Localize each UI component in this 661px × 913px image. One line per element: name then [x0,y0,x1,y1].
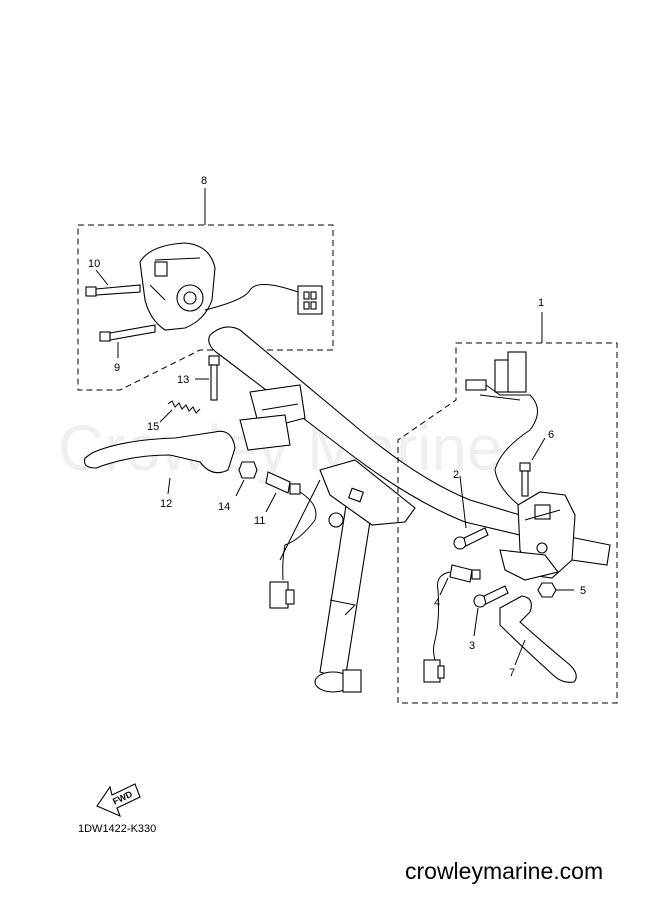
callout-11: 11 [254,515,265,527]
right-harness-connector [465,351,538,511]
left-switch-housing [139,242,216,331]
left-switch-connector [297,285,323,315]
callout-14: 14 [218,501,230,513]
site-footer: crowleymarine.com [405,858,604,884]
callout-2: 2 [453,469,459,481]
leader-6 [531,437,546,461]
leader-10 [95,269,109,286]
nut-14 [238,461,258,479]
screw-10 [85,284,141,297]
callout-9: 9 [114,362,120,374]
group-8-outline [77,224,334,391]
leader-2 [459,475,467,529]
screw-3 [473,585,509,608]
right-lever [499,595,577,683]
nut-5 [537,582,557,598]
left-lever [83,430,236,474]
callout-3: 3 [469,640,475,652]
stop-switch-4 [423,564,481,683]
callout-4: 4 [434,597,440,609]
master-cylinder [239,384,306,451]
leader-3 [473,607,479,637]
leader-11 [265,492,277,513]
callout-5: 5 [580,585,586,597]
callout-1: 1 [538,297,544,309]
callout-10: 10 [88,258,100,270]
callout-15: 15 [147,421,159,433]
callout-8: 8 [201,175,207,187]
callout-6: 6 [548,429,554,441]
bolt-13 [208,355,220,401]
leader-7 [514,639,526,666]
right-switch-lower [499,549,559,581]
leader-4 [439,577,449,596]
spring-15 [167,400,201,414]
screw-6 [519,462,531,497]
left-switch-cable [204,284,299,311]
fwd-arrow-icon: FWD [96,783,141,818]
leader-12 [167,477,171,495]
leader-14 [235,479,245,497]
group-1-outline [397,342,618,704]
callout-12: 12 [160,498,172,510]
diagram-code: 1DW1422-K330 [78,823,157,835]
leader-15 [159,409,173,423]
screw-2 [453,527,489,550]
stop-switch-11 [265,471,317,609]
callout-13: 13 [177,374,189,386]
callout-7: 7 [509,667,515,679]
screw-9 [99,324,156,342]
